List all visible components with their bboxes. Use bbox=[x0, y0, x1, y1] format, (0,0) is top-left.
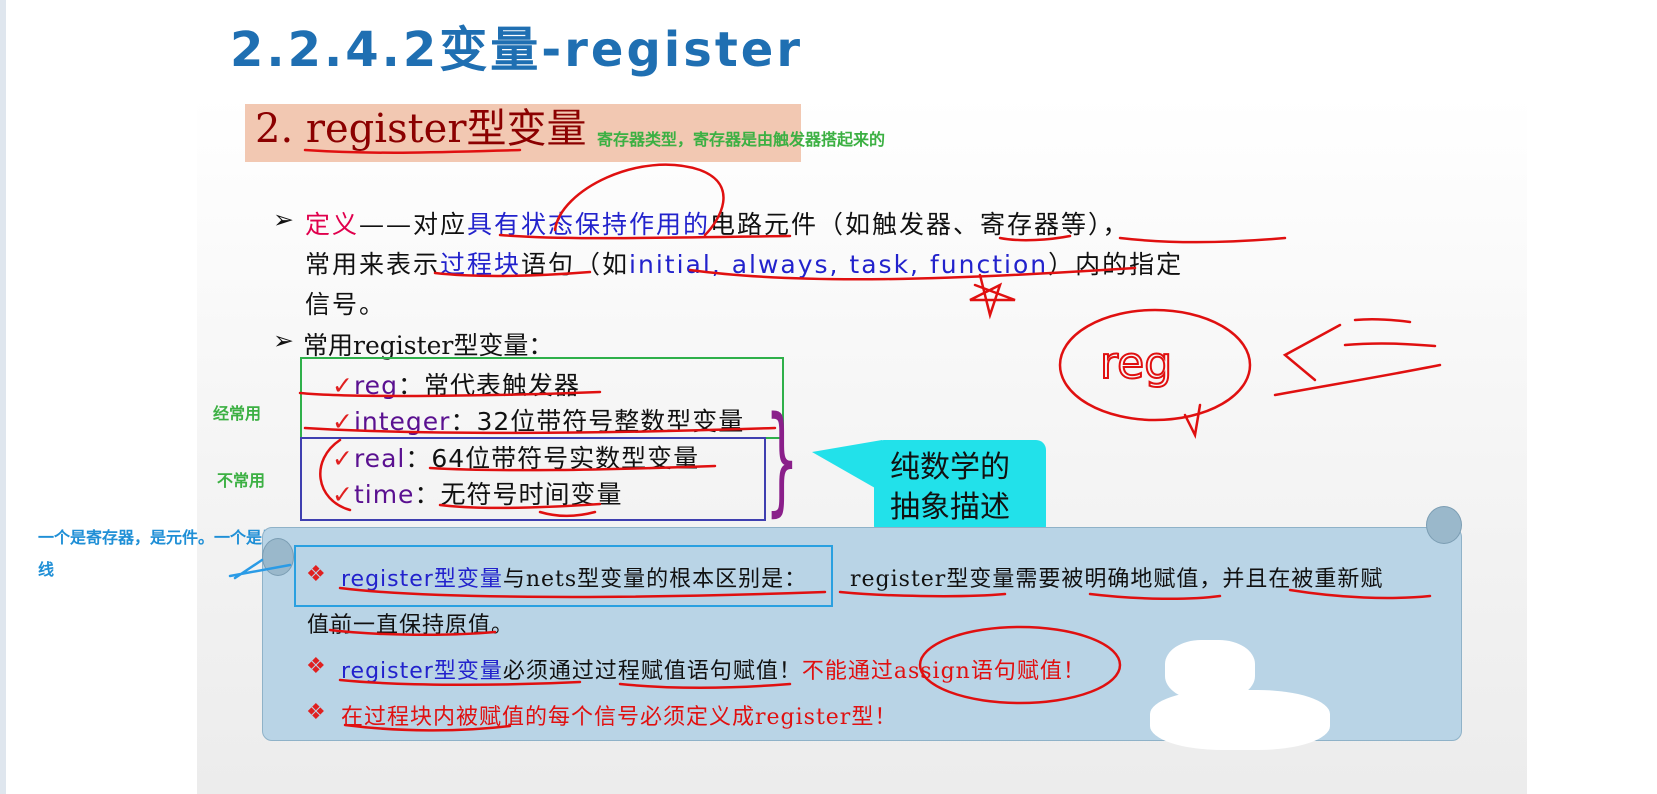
brace-icon: } bbox=[765, 390, 799, 528]
scroll-curl-left-icon bbox=[262, 538, 294, 576]
definition-line-1: 定义——对应具有状态保持作用的电路元件（如触发器、寄存器等）， bbox=[305, 205, 1130, 241]
diamond-bullet-icon: ❖ bbox=[306, 700, 326, 725]
callout-bubble bbox=[874, 440, 1046, 536]
check-icon: ✓ bbox=[332, 371, 354, 400]
slide-title: 2.2.4.2变量-register bbox=[230, 22, 804, 78]
check-icon: ✓ bbox=[332, 444, 354, 473]
heading-annotation: 寄存器类型，寄存器是由触发器搭起来的 bbox=[597, 130, 886, 149]
definition-highlight: 具有状态保持作用的 bbox=[467, 210, 711, 239]
definition-line2-post: ）内的指定 bbox=[1048, 250, 1184, 279]
b1-highlight: register型变量 bbox=[341, 567, 503, 592]
item-desc: ：32位带符号整数型变量 bbox=[450, 407, 745, 436]
item-integer: ✓integer：32位带符号整数型变量 bbox=[332, 402, 744, 438]
item-desc: ：常代表触发器 bbox=[397, 371, 580, 400]
scroll-bullet-1-line-2: 值前一直保持原值。 bbox=[307, 613, 515, 638]
item-time: ✓time：无符号时间变量 bbox=[332, 475, 622, 511]
definition-dash: ——对应 bbox=[359, 210, 468, 239]
callout-text: 纯数学的 抽象描述 bbox=[890, 448, 1010, 528]
rare-box bbox=[300, 437, 766, 521]
definition-label: 定义 bbox=[305, 210, 360, 239]
definition-line2-mid: 语句（如 bbox=[521, 250, 630, 279]
scroll-curl-icon bbox=[1426, 506, 1462, 544]
definition-line2-keywords: initial, always, task, function bbox=[629, 250, 1049, 279]
item-key: time bbox=[353, 480, 415, 509]
diamond-bullet-icon: ❖ bbox=[306, 654, 326, 679]
definition-line-3: 信号。 bbox=[305, 290, 387, 319]
item-key: integer bbox=[353, 407, 451, 436]
scroll-bullet-2: register型变量必须通过过程赋值语句赋值！不能通过assign语句赋值！ bbox=[341, 653, 1086, 685]
highlight-box bbox=[294, 545, 833, 607]
common-heading: 常用register型变量： bbox=[303, 331, 554, 360]
item-key: real bbox=[353, 444, 406, 473]
b1-mid: 与nets型变量的根本区别是： bbox=[502, 567, 808, 592]
b1-rest: register型变量需要被明确地赋值，并且在被重新赋 bbox=[850, 567, 1384, 592]
rare-label: 不常用 bbox=[217, 471, 266, 490]
handwritten-note: 一个是寄存器，是元件。一个是导线 bbox=[38, 528, 279, 579]
item-desc: ：64位带符号实数型变量 bbox=[405, 444, 700, 473]
definition-bullet: ➢ bbox=[273, 205, 294, 234]
common-bullet: ➢ bbox=[273, 326, 294, 355]
b2-warning: 不能通过assign语句赋值！ bbox=[801, 659, 1086, 684]
scroll-bullet-1-line-1: register型变量与nets型变量的根本区别是： bbox=[341, 561, 807, 593]
item-reg: ✓reg：常代表触发器 bbox=[332, 366, 580, 402]
window-edge bbox=[0, 0, 6, 794]
item-desc: ：无符号时间变量 bbox=[414, 480, 623, 509]
scroll-bullet-3: 在过程块内被赋值的每个信号必须定义成register型！ bbox=[341, 705, 898, 730]
item-real: ✓real：64位带符号实数型变量 bbox=[332, 439, 699, 475]
definition-line-2: 常用来表示过程块语句（如initial, always, task, funct… bbox=[305, 245, 1183, 281]
callout-line-2: 抽象描述 bbox=[890, 490, 1010, 525]
b2-mid: 必须通过过程赋值语句赋值！ bbox=[502, 659, 802, 684]
definition-line2-highlight: 过程块 bbox=[440, 250, 522, 279]
check-icon: ✓ bbox=[332, 407, 354, 436]
check-icon: ✓ bbox=[332, 480, 354, 509]
callout-line-1: 纯数学的 bbox=[890, 450, 1010, 485]
smudge bbox=[1150, 690, 1330, 750]
bubble-tail bbox=[812, 440, 882, 492]
b2-highlight: register型变量 bbox=[341, 659, 503, 684]
heading-text: 2. register型变量 bbox=[255, 106, 587, 152]
item-key: reg bbox=[353, 371, 398, 400]
definition-rest: 电路元件（如触发器、寄存器等）， bbox=[710, 210, 1130, 239]
frequent-label: 经常用 bbox=[213, 404, 262, 423]
definition-line2-pre: 常用来表示 bbox=[305, 250, 441, 279]
diamond-bullet-icon: ❖ bbox=[306, 562, 326, 587]
